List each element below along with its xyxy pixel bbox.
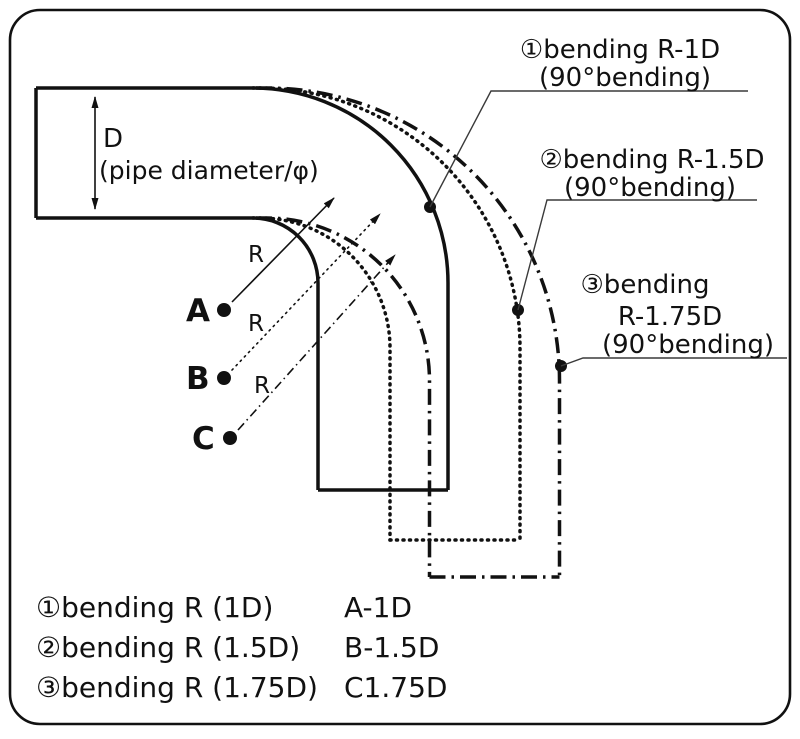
legend-row2-code: B-1.5D [344, 631, 439, 664]
radius-label-c: R [254, 373, 270, 399]
callout-r175d: ③bending R-1.75D (90°bending) [555, 270, 787, 372]
legend-row1-code: A-1D [344, 591, 412, 624]
legend-row2-name: ②bending R (1.5D) [36, 631, 300, 664]
callout-r175d-line1: ③bending [581, 270, 710, 300]
pipe-r1d-inner-line [36, 216, 320, 490]
callout-r15d: ②bending R-1.5D (90°bending) [512, 145, 765, 316]
legend-row3-name: ③bending R (1.75D) [36, 671, 318, 704]
legend-row3-code: C1.75D [344, 671, 447, 704]
legend-row1-name: ①bending R (1D) [36, 591, 273, 624]
point-a-dot [217, 303, 231, 317]
bend-center-b: B R [186, 213, 381, 397]
pipe-r1d [34, 86, 450, 492]
diameter-sublabel: (pipe diameter/φ) [99, 156, 319, 185]
callout-r175d-leader [560, 357, 787, 367]
pipe-r15d-outer-line [251, 86, 522, 542]
radius-arrow-c [237, 254, 396, 431]
callout-r175d-line2: R-1.75D [618, 302, 722, 332]
callout-r1d: ①bending R-1D (90°bending) [424, 35, 748, 213]
bend-center-a: A R [186, 197, 335, 329]
pipe-r175d [256, 86, 562, 579]
pipe-r1d-outer-line [36, 86, 450, 490]
point-a-label: A [186, 293, 210, 329]
pipe-r15d-inner-line [251, 216, 392, 542]
legend: ①bending R (1D) A-1D ②bending R (1.5D) B… [36, 591, 447, 704]
point-b-dot [217, 371, 231, 385]
diameter-dimension: D (pipe diameter/φ) [91, 96, 319, 210]
pipe-r175d-outer-line [256, 86, 562, 577]
callout-r1d-line1: ①bending R-1D [520, 35, 720, 65]
callout-r175d-line3: (90°bending) [602, 330, 774, 360]
point-c-label: C [192, 421, 215, 457]
radius-label-b: R [248, 311, 264, 337]
callout-r1d-line2: (90°bending) [539, 63, 711, 93]
bend-center-c: C R [192, 254, 396, 457]
callout-r15d-leader [517, 199, 757, 311]
callout-r1d-leader [429, 90, 748, 208]
point-b-label: B [186, 361, 210, 397]
callout-r15d-line1: ②bending R-1.5D [539, 145, 764, 175]
callout-r15d-line2: (90°bending) [564, 173, 736, 203]
diameter-label: D [103, 124, 123, 154]
radius-arrow-a [231, 197, 335, 303]
pipe-r15d [251, 86, 522, 542]
radius-label-a: R [248, 242, 264, 268]
radius-arrow-b [231, 213, 381, 371]
point-c-dot [223, 431, 237, 445]
diagram-border [8, 8, 792, 726]
pipe-r175d-inner-line [256, 216, 432, 577]
